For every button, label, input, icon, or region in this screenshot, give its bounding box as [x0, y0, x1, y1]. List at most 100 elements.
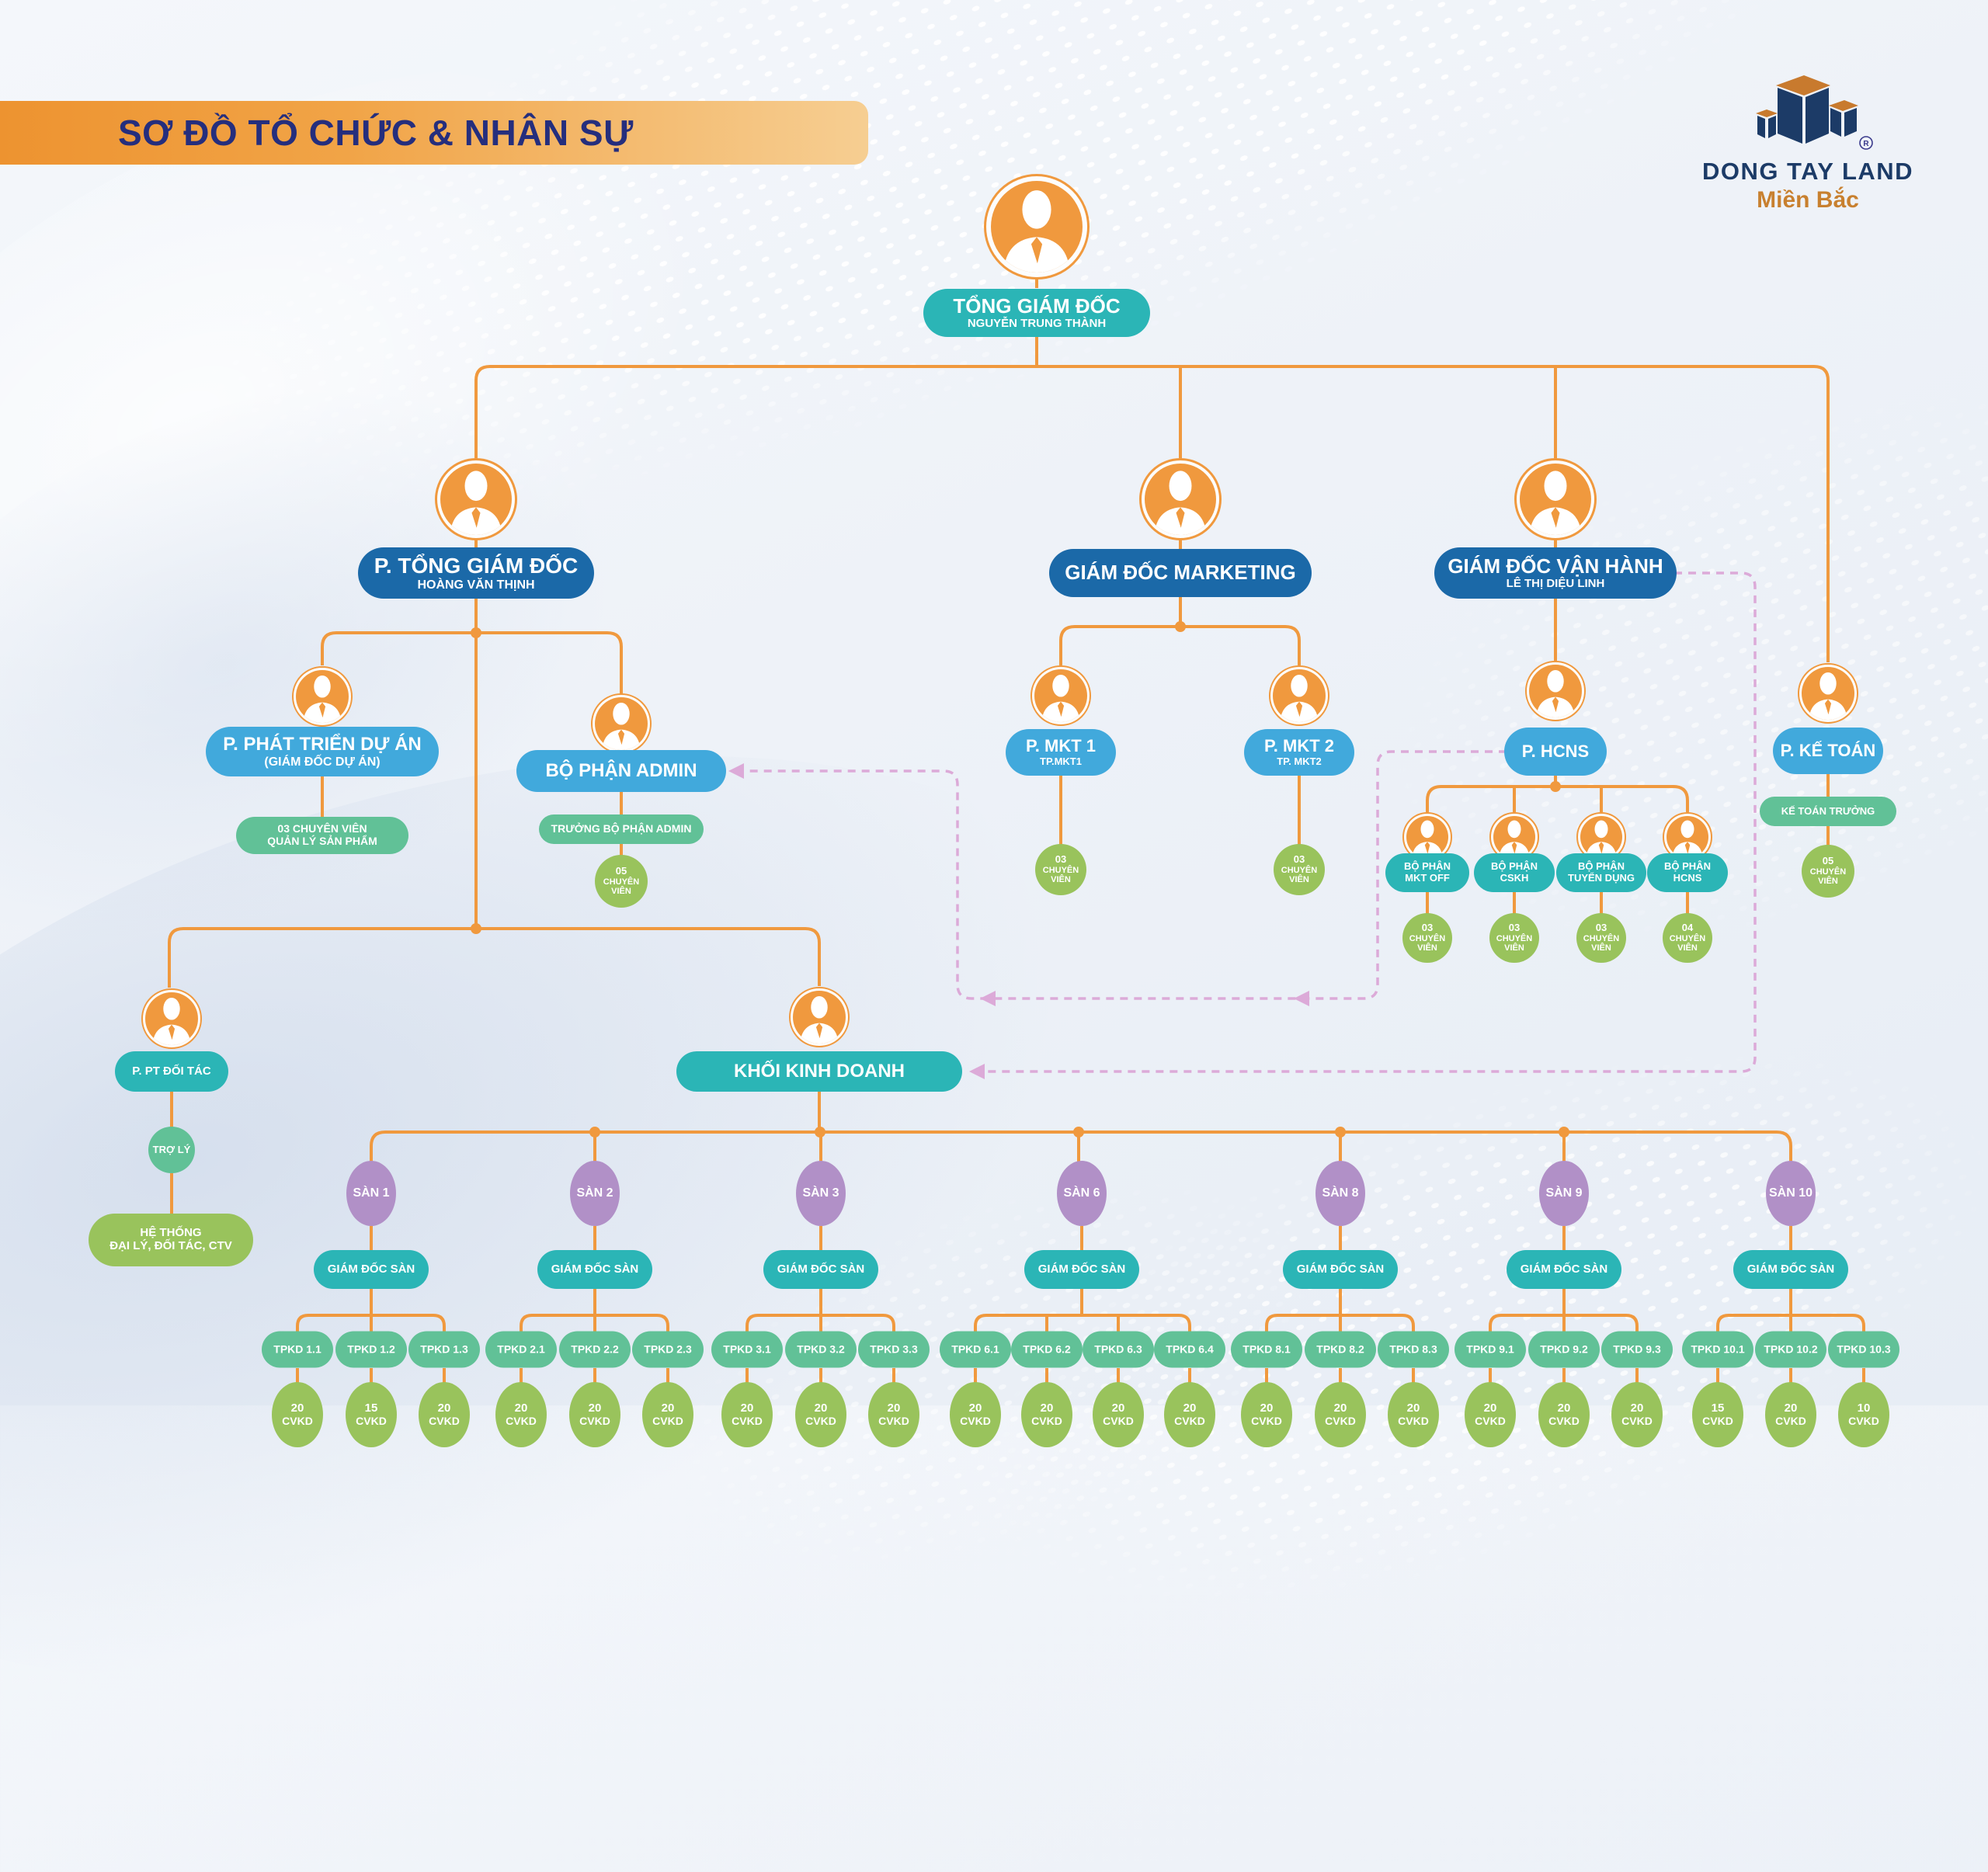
node-bp-mkt-off-label: MKT OFF	[1405, 872, 1450, 884]
node-floor-6-team-0-staff-label: CVKD	[1702, 1414, 1733, 1427]
node-floor-4-team-2-staff-label: 20	[1406, 1401, 1420, 1415]
node-bp-mkt-off-label: BỘ PHẬN	[1404, 860, 1451, 873]
node-floor-1-team-0-staff-label: 20	[514, 1401, 528, 1415]
node-bp-mkt-off-staff-label: VIÊN	[1417, 943, 1437, 953]
node-floor-5-team-1: TPKD 9.2	[1528, 1331, 1600, 1368]
node-floor-4-san-label: SÀN 8	[1322, 1186, 1359, 1200]
node-admin-staff-label: 05	[615, 865, 627, 877]
node-floor-3-team-3-staff-label: 20	[1183, 1401, 1197, 1415]
node-project-dev-staff-label: 03 CHUYÊN VIÊN	[277, 822, 367, 835]
node-floor-5-team-2-staff-label: CVKD	[1621, 1414, 1653, 1427]
node-floor-2-team-1-staff-label: CVKD	[805, 1414, 836, 1427]
avatar-mkt1-person-icon	[1030, 665, 1091, 726]
node-mkt2-staff-label: 03	[1293, 853, 1305, 866]
node-project-dev-label: P. PHÁT TRIỂN DỰ ÁN	[223, 734, 422, 755]
node-floor-6-san-label: SÀN 10	[1768, 1186, 1813, 1200]
node-floor-0-team-0-label: TPKD 1.1	[273, 1342, 321, 1356]
node-project-dev: P. PHÁT TRIỂN DỰ ÁN(GIÁM ĐỐC DỰ ÁN)	[206, 727, 439, 776]
node-floor-2-team-2-label: TPKD 3.3	[870, 1342, 918, 1356]
node-floor-6-team-1-label: TPKD 10.2	[1764, 1342, 1818, 1356]
node-floor-5-team-0-staff-label: 20	[1483, 1401, 1497, 1415]
node-floor-1-team-1: TPKD 2.2	[559, 1331, 631, 1368]
node-floor-3-team-2: TPKD 6.3	[1083, 1331, 1154, 1368]
node-mkt1-staff-label: VIÊN	[1051, 875, 1071, 885]
node-floor-0-director: GIÁM ĐỐC SÀN	[314, 1250, 429, 1289]
node-floor-3-team-1: TPKD 6.2	[1011, 1331, 1083, 1368]
logo-brand-text: DONG TAY LAND	[1701, 158, 1914, 185]
node-mkt1-staff-label: CHUYÊN	[1042, 865, 1079, 875]
node-floor-4-team-0-staff-label: CVKD	[1251, 1414, 1282, 1427]
avatar-marketing-director-person-icon	[1139, 458, 1222, 540]
node-floor-3-san: SÀN 6	[1057, 1161, 1107, 1226]
node-floor-6-team-1: TPKD 10.2	[1755, 1331, 1826, 1368]
node-floor-6-team-2-label: TPKD 10.3	[1837, 1342, 1891, 1356]
node-bp-mkt-off-staff-label: 03	[1421, 922, 1434, 934]
node-floor-0-team-0: TPKD 1.1	[262, 1331, 333, 1368]
node-project-dev-label: (GIÁM ĐỐC DỰ ÁN)	[264, 755, 381, 769]
node-floor-2-team-1: TPKD 3.2	[785, 1331, 857, 1368]
node-bp-cskh-staff-label: VIÊN	[1504, 943, 1524, 953]
node-floor-3-team-3-staff-label: CVKD	[1174, 1414, 1205, 1427]
node-floor-1-team-1-label: TPKD 2.2	[571, 1342, 619, 1356]
node-doitac-label: P. PT ĐỐI TÁC	[132, 1064, 211, 1078]
node-mkt1-label: P. MKT 1	[1025, 736, 1097, 756]
node-hcns-label: P. HCNS	[1521, 741, 1590, 761]
node-bp-cskh-staff-label: 03	[1508, 922, 1521, 934]
node-floor-6-team-1-staff-label: 20	[1784, 1401, 1798, 1415]
node-floor-3-team-0: TPKD 6.1	[940, 1331, 1011, 1368]
node-floor-6-team-0-staff-label: 15	[1711, 1401, 1725, 1415]
node-floor-0-team-2-staff-label: 20	[437, 1401, 451, 1415]
node-floor-3-team-0-staff-label: 20	[968, 1401, 982, 1415]
node-project-dev-staff-label: QUẢN LÝ SẢN PHẨM	[267, 835, 377, 847]
node-floor-6-san: SÀN 10	[1766, 1161, 1816, 1226]
node-troly: TRỢ LÝ	[148, 1127, 195, 1173]
node-bp-hcns-staff-label: 04	[1681, 922, 1694, 934]
node-mkt2-label: P. MKT 2	[1263, 736, 1335, 756]
node-mkt1-label: TP.MKT1	[1040, 755, 1082, 768]
avatar-khoikd-person-icon	[789, 987, 850, 1047]
node-floor-6-team-2: TPKD 10.3	[1828, 1331, 1899, 1368]
svg-text:R: R	[1863, 140, 1869, 148]
node-floor-5-team-0: TPKD 9.1	[1455, 1331, 1526, 1368]
avatar-disc	[991, 181, 1083, 273]
node-ketoan-staff-label: CHUYÊN	[1809, 867, 1847, 877]
avatar-disc	[1580, 816, 1622, 858]
node-floor-5-director-label: GIÁM ĐỐC SÀN	[1520, 1262, 1608, 1276]
node-bp-hcns-label: BỘ PHẬN	[1664, 860, 1711, 873]
node-floor-3-team-2-label: TPKD 6.3	[1094, 1342, 1142, 1356]
logo-region-text: Miền Bắc	[1757, 187, 1859, 213]
avatar-disc	[1145, 464, 1216, 535]
node-admin: BỘ PHẬN ADMIN	[516, 750, 726, 792]
node-floor-4-director: GIÁM ĐỐC SÀN	[1283, 1250, 1398, 1289]
node-floor-1-team-1-staff-label: CVKD	[579, 1414, 610, 1427]
node-mkt2-staff-label: CHUYÊN	[1281, 865, 1318, 875]
node-ketoan-head: KẾ TOÁN TRƯỞNG	[1760, 797, 1896, 826]
node-floor-3-san-label: SÀN 6	[1063, 1186, 1100, 1200]
node-bp-tuyen-dung-staff-label: 03	[1595, 922, 1607, 934]
node-khoikd-label: KHỐI KINH DOANH	[734, 1061, 905, 1082]
node-floor-6-director: GIÁM ĐỐC SÀN	[1733, 1250, 1848, 1289]
node-floor-3-team-1-staff-label: 20	[1040, 1401, 1054, 1415]
avatar-mkt2-person-icon	[1269, 665, 1329, 726]
avatar-disc	[440, 464, 512, 535]
node-marketing-director: GIÁM ĐỐC MARKETING	[1049, 549, 1312, 597]
node-ketoan-staff-label: 05	[1822, 855, 1834, 867]
node-floor-5-team-1-label: TPKD 9.2	[1540, 1342, 1588, 1356]
node-ketoan: P. KẾ TOÁN	[1773, 728, 1883, 774]
node-floor-6-team-2-staff-label: 10	[1857, 1401, 1871, 1415]
node-floor-5-team-0-staff-label: CVKD	[1475, 1414, 1506, 1427]
